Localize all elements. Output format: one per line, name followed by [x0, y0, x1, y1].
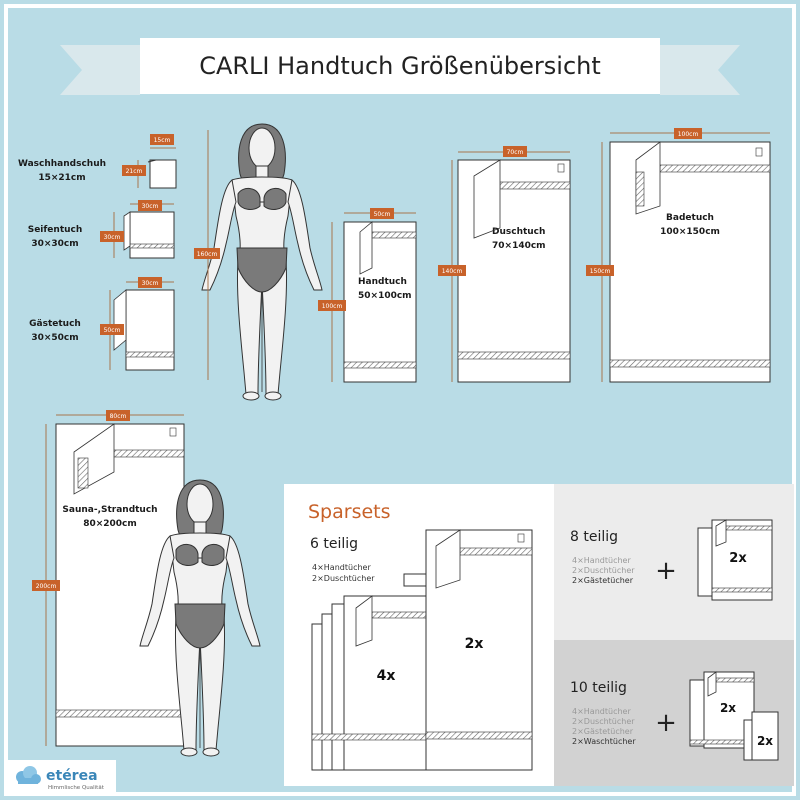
person-figure-top: 160cm	[194, 123, 323, 401]
set10-title: 10 teilig	[570, 680, 627, 696]
dim-label-handtuch-h: 100cm	[322, 303, 343, 310]
set8-item-1: 4×Handtücher	[572, 556, 631, 565]
set8-item-2: 2×Duschtücher	[572, 566, 635, 575]
towel-size-seifentuch: 30×30cm	[31, 239, 78, 249]
towel-name-gaestetuch: Gästetuch	[29, 319, 81, 329]
set8: 8 teilig 4×Handtücher 2×Duschtücher 2×Gä…	[570, 519, 773, 601]
towel-waschhandschuh: Waschhandschuh 15×21cm 15cm 21cm	[18, 134, 177, 189]
cloud-icon	[16, 766, 41, 784]
dim-label-badetuch-h: 150cm	[590, 268, 611, 275]
dim-label-gaestetuch-w: 30cm	[142, 280, 159, 287]
set6-title: 6 teilig	[310, 536, 358, 552]
towel-name-seifentuch: Seifentuch	[28, 225, 83, 235]
towel-badetuch: Badetuch 100×150cm 100cm 150cm	[586, 128, 771, 383]
set6-duschtuch: 2x	[403, 529, 533, 771]
towel-size-waschhandschuh: 15×21cm	[38, 173, 85, 183]
set10-item-1: 4×Handtücher	[572, 707, 631, 716]
set8-item-3: 2×Gästetücher	[572, 576, 634, 585]
set6-badge-b: 2x	[465, 636, 484, 652]
set10-badge-b: 2x	[757, 734, 773, 748]
dim-label-seifentuch-h: 30cm	[104, 234, 121, 241]
set6-handtuch-stack: 4x	[311, 595, 427, 771]
dim-label-duschtuch-w: 70cm	[507, 149, 524, 156]
brand-name: etérea	[46, 768, 98, 784]
dim-label-waschhandschuh-w: 15cm	[154, 137, 171, 144]
towel-name-badetuch: Badetuch	[666, 213, 714, 223]
set10-item-4: 2×Waschtücher	[572, 737, 636, 746]
towel-seifentuch: Seifentuch 30×30cm 30cm 30cm	[28, 200, 175, 259]
towel-name-duschtuch: Duschtuch	[492, 227, 545, 237]
towel-name-sauna: Sauna-,Strandtuch	[62, 505, 157, 515]
dim-label-seifentuch-w: 30cm	[142, 203, 159, 210]
set10-item-2: 2×Duschtücher	[572, 717, 635, 726]
set6-item-1: 4×Handtücher	[312, 563, 371, 572]
sparsets-panel: Sparsets 6 teilig 4×Handtücher 2×Duschtü…	[284, 484, 794, 786]
towel-size-duschtuch: 70×140cm	[492, 241, 546, 251]
set10-badge-a: 2x	[720, 701, 736, 715]
brand-tagline: Himmlische Qualität	[48, 785, 105, 791]
towel-size-gaestetuch: 30×50cm	[31, 333, 78, 343]
brand-logo: etérea Himmlische Qualität	[8, 760, 116, 792]
set8-plus: +	[655, 556, 677, 586]
dim-label-badetuch-w: 100cm	[678, 131, 699, 138]
towel-size-handtuch: 50×100cm	[358, 291, 412, 301]
towel-name-handtuch: Handtuch	[358, 277, 407, 287]
towel-shape-badetuch	[609, 141, 771, 383]
dim-label-sauna-h: 200cm	[36, 583, 57, 590]
set8-badge: 2x	[729, 551, 747, 566]
towel-shape-seifentuch	[129, 211, 175, 259]
set6-item-2: 2×Duschtücher	[312, 574, 375, 583]
towel-name-waschhandschuh: Waschhandschuh	[18, 159, 106, 169]
set10-item-3: 2×Gästetücher	[572, 727, 634, 736]
sparsets-title: Sparsets	[308, 501, 391, 523]
dim-label-waschhandschuh-h: 21cm	[126, 168, 143, 175]
dim-label-handtuch-w: 50cm	[374, 211, 391, 218]
towel-size-sauna: 80×200cm	[83, 519, 137, 529]
set10: 10 teilig 4×Handtücher 2×Duschtücher 2×G…	[570, 671, 779, 761]
towel-shape-waschhandschuh	[149, 159, 177, 189]
towel-size-badetuch: 100×150cm	[660, 227, 720, 237]
dim-label-sauna-w: 80cm	[110, 413, 127, 420]
dim-label-person-height: 160cm	[197, 251, 218, 258]
towel-handtuch: Handtuch 50×100cm 50cm 100cm	[318, 208, 417, 383]
dim-label-gaestetuch-h: 50cm	[104, 327, 121, 334]
page-title: CARLI Handtuch Größenübersicht	[199, 52, 601, 80]
page-frame	[4, 4, 796, 796]
towel-shape-gaestetuch	[125, 289, 175, 371]
towel-shape-handtuch	[343, 221, 417, 383]
dim-label-duschtuch-h: 140cm	[442, 268, 463, 275]
towel-gaestetuch: Gästetuch 30×50cm 30cm 50cm	[29, 277, 175, 371]
set8-title: 8 teilig	[570, 529, 618, 545]
towel-duschtuch: Duschtuch 70×140cm 70cm 140cm	[438, 146, 571, 383]
set6-badge-a: 4x	[377, 668, 396, 684]
title-banner: CARLI Handtuch Größenübersicht	[60, 38, 740, 95]
dim-badge-waschhandschuh-w	[150, 134, 174, 145]
set10-plus: +	[655, 708, 677, 738]
